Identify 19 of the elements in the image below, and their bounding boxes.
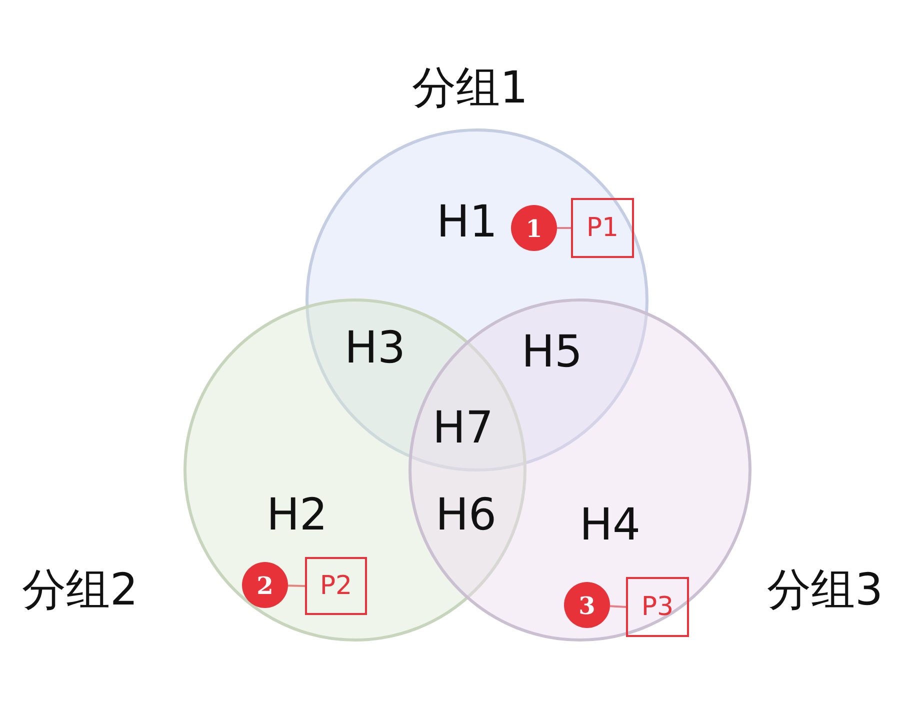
callout-number: 2 bbox=[242, 562, 288, 608]
leader-line bbox=[557, 227, 571, 229]
circle-heading: 分组1 bbox=[412, 62, 528, 116]
circle-heading: 分组3 bbox=[767, 564, 883, 618]
callout-number: 3 bbox=[564, 582, 610, 628]
callout-box: P2 bbox=[305, 557, 367, 615]
region-label: H4 bbox=[579, 500, 641, 550]
callout-box: P3 bbox=[626, 577, 689, 637]
region-label: H1 bbox=[436, 196, 498, 248]
region-label: H2 bbox=[266, 490, 328, 540]
circle-heading: 分组2 bbox=[22, 564, 138, 618]
callout-box: P1 bbox=[571, 198, 634, 258]
callout-number: 1 bbox=[511, 205, 557, 251]
region-label: H7 bbox=[432, 402, 494, 454]
region-label: H3 bbox=[344, 322, 406, 374]
region-label: H5 bbox=[521, 326, 583, 378]
region-label: H6 bbox=[435, 490, 497, 540]
leader-line bbox=[288, 584, 306, 587]
leader-line bbox=[610, 605, 626, 608]
